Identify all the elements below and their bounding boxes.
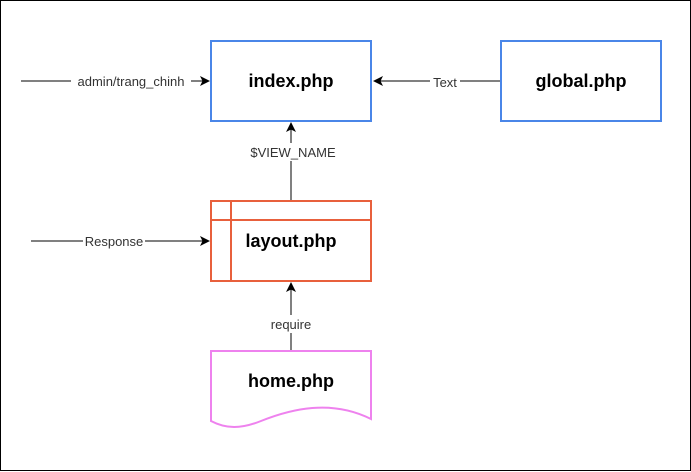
node-home-php[interactable]: home.php: [210, 350, 372, 428]
edge-entry-to-layout: Response: [31, 233, 210, 249]
node-label-index-php: index.php: [249, 71, 334, 91]
node-label-global-php: global.php: [536, 71, 627, 91]
edge-label-response: Response: [85, 234, 144, 249]
edge-home-to-layout: require: [267, 282, 315, 351]
edge-global-to-index: Text: [373, 73, 501, 90]
node-label-layout-php: layout.php: [246, 231, 337, 251]
edge-label-view-name: $VIEW_NAME: [250, 145, 336, 160]
edge-entry-to-index: admin/trang_chinh: [21, 73, 210, 89]
edge-label-require: require: [271, 317, 311, 332]
node-label-home-php: home.php: [248, 371, 334, 391]
node-layout-php[interactable]: layout.php: [210, 200, 372, 282]
edge-label-text: Text: [433, 75, 457, 90]
node-global-php[interactable]: global.php: [500, 40, 662, 122]
edge-label-admin-trang-chinh: admin/trang_chinh: [78, 74, 185, 89]
node-index-php[interactable]: index.php: [210, 40, 372, 122]
edge-layout-to-index: $VIEW_NAME: [245, 122, 339, 201]
